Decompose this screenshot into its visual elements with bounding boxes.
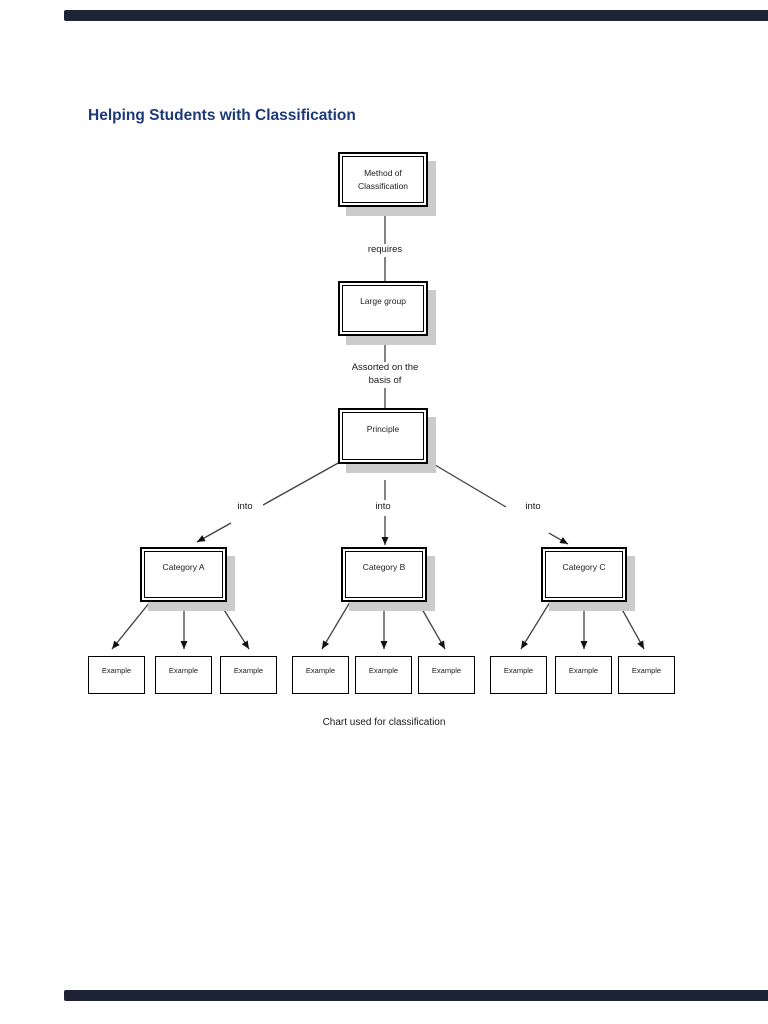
- node-method-label: Method of Classification: [342, 156, 424, 203]
- edge-cata-ex1: [111, 601, 151, 650]
- edge-catb-ex1: [321, 601, 351, 650]
- edge-label-assorted: Assorted on the basis of: [333, 362, 437, 388]
- node-method-of-classification: Method of Classification: [338, 152, 428, 207]
- edge-catb-ex3: [417, 601, 446, 650]
- edge-label-into-right: into: [515, 501, 551, 514]
- node-category-a-label: Category A: [144, 551, 223, 598]
- edge-label-into-left: into: [227, 501, 263, 514]
- chart-caption: Chart used for classification: [322, 717, 446, 728]
- node-category-c-label: Category C: [545, 551, 623, 598]
- node-example-8: Example: [555, 656, 612, 694]
- edge-principle-catc-1: [429, 461, 507, 508]
- node-large-group: Large group: [338, 281, 428, 336]
- node-example-4: Example: [292, 656, 349, 694]
- node-example-2: Example: [155, 656, 212, 694]
- node-example-3: Example: [220, 656, 277, 694]
- edge-catc-ex3: [617, 601, 645, 650]
- node-principle-label: Principle: [342, 412, 424, 460]
- bottom-edge-bar: [64, 990, 768, 1001]
- node-large-group-label: Large group: [342, 285, 424, 332]
- node-example-1: Example: [88, 656, 145, 694]
- node-category-b: Category B: [341, 547, 427, 602]
- edge-label-requires: requires: [345, 244, 425, 257]
- node-example-6: Example: [418, 656, 475, 694]
- edge-principle-catc-2: [548, 532, 569, 545]
- page-title: Helping Students with Classification: [88, 107, 356, 124]
- node-category-a: Category A: [140, 547, 227, 602]
- node-example-7: Example: [490, 656, 547, 694]
- edge-principle-cata-1: [262, 461, 341, 506]
- node-example-5: Example: [355, 656, 412, 694]
- edge-cata-ex3: [218, 601, 250, 650]
- edge-catc-ex1: [520, 601, 551, 650]
- edge-label-into-middle: into: [365, 501, 401, 514]
- node-example-9: Example: [618, 656, 675, 694]
- node-category-b-label: Category B: [345, 551, 423, 598]
- top-edge-bar: [64, 10, 768, 21]
- edge-principle-cata-2: [196, 522, 232, 543]
- node-category-c: Category C: [541, 547, 627, 602]
- node-principle: Principle: [338, 408, 428, 464]
